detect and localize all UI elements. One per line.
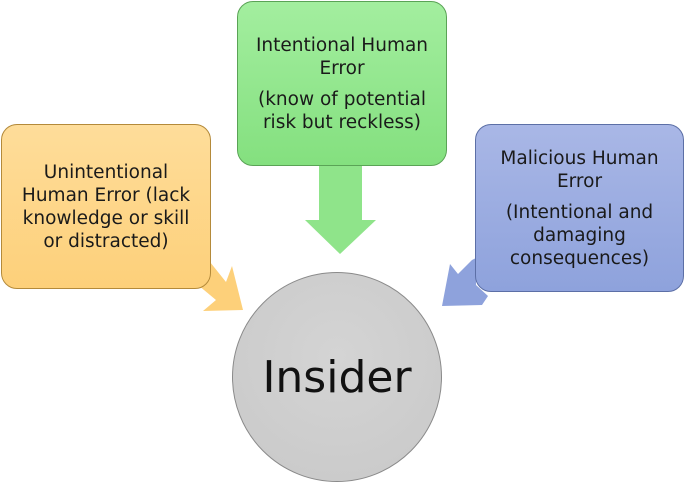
insider-circle: Insider bbox=[232, 272, 442, 482]
malicious-detail-1: (Intentional and bbox=[505, 201, 654, 223]
malicious-title-1: Malicious Human bbox=[500, 147, 659, 169]
unintentional-error-box: Unintentional Human Error (lack knowledg… bbox=[1, 124, 211, 289]
unintentional-line-1: Unintentional bbox=[43, 161, 169, 183]
intentional-title-1: Intentional Human bbox=[255, 34, 429, 56]
unintentional-line-2: Human Error (lack bbox=[21, 184, 191, 206]
arrow-unintentional-to-insider bbox=[198, 262, 243, 311]
intentional-detail-1: (know of potential bbox=[258, 88, 426, 110]
insider-label: Insider bbox=[262, 351, 412, 403]
intentional-title-2: Error bbox=[319, 57, 365, 79]
intentional-error-box: Intentional Human Error (know of potenti… bbox=[237, 1, 447, 166]
arrow-intentional-to-insider bbox=[305, 166, 376, 254]
malicious-error-box: Malicious Human Error (Intentional and d… bbox=[475, 124, 684, 292]
malicious-detail-3: consequences) bbox=[509, 247, 650, 269]
malicious-detail-2: damaging bbox=[533, 224, 626, 246]
intentional-detail-2: risk but reckless) bbox=[262, 111, 422, 133]
malicious-title-2: Error bbox=[556, 170, 603, 192]
unintentional-line-4: or distracted) bbox=[43, 230, 169, 252]
unintentional-line-3: knowledge or skill bbox=[22, 207, 190, 229]
arrow-malicious-to-insider bbox=[442, 258, 488, 306]
